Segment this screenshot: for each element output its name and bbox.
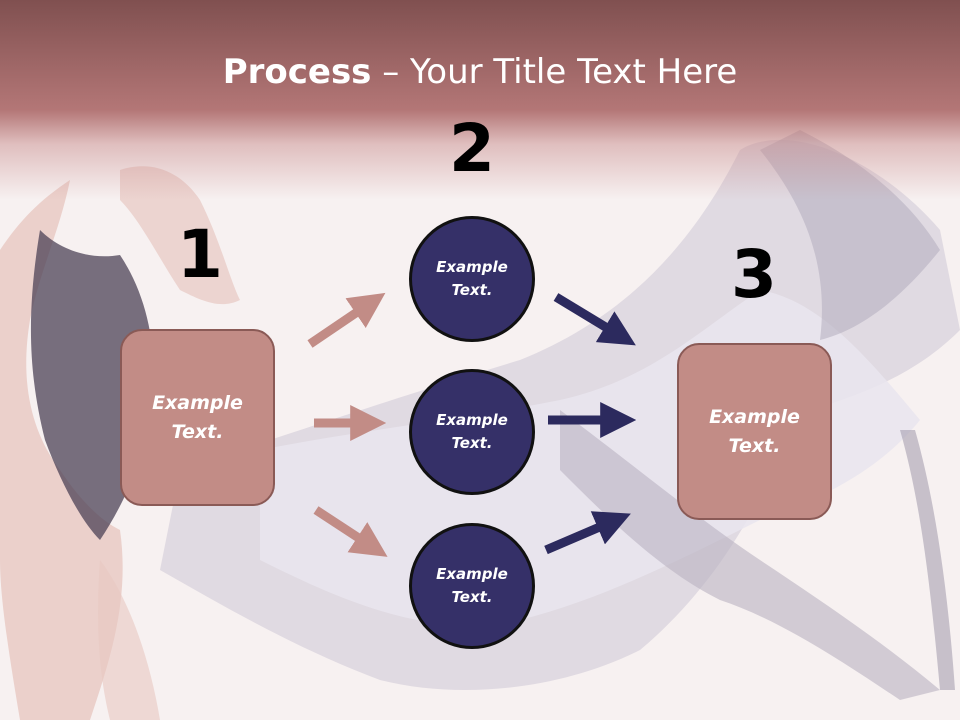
left-box-label: Example Text. xyxy=(152,391,243,443)
step-number-2: 2 xyxy=(449,110,495,187)
step-number-1: 1 xyxy=(177,216,223,293)
circle-top: Example Text. xyxy=(409,216,535,342)
title-bold: Process xyxy=(222,52,372,92)
circle-middle-label: Example Text. xyxy=(436,411,508,452)
header-band xyxy=(0,0,960,200)
slide-title: Process – Your Title Text Here xyxy=(0,52,960,92)
left-box: Example Text. xyxy=(120,329,275,506)
circle-top-label: Example Text. xyxy=(436,258,508,299)
right-box: Example Text. xyxy=(677,343,832,520)
circle-bottom: Example Text. xyxy=(409,523,535,649)
step-number-3: 3 xyxy=(731,236,777,313)
title-rest: – Your Title Text Here xyxy=(371,52,738,92)
circle-bottom-label: Example Text. xyxy=(436,565,508,606)
circle-middle: Example Text. xyxy=(409,369,535,495)
right-box-label: Example Text. xyxy=(709,405,800,457)
